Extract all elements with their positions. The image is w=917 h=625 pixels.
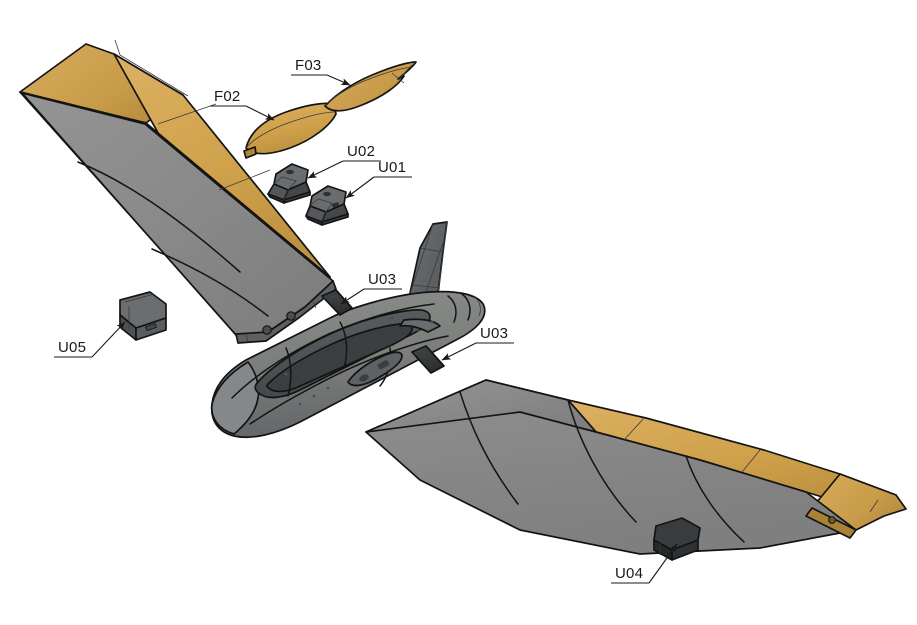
- tail-rib-1: [419, 247, 444, 253]
- U01-mount-hole: [323, 191, 331, 197]
- callout-U01[interactable]: U01: [345, 159, 412, 199]
- callout-U03-left-label: U03: [368, 271, 396, 288]
- callout-U01-leader: [345, 176, 375, 199]
- callout-U03-left-leader: [340, 288, 365, 305]
- right-wing-tip-tick: [869, 499, 879, 513]
- callout-F02[interactable]: F02: [210, 88, 275, 121]
- rivet-6: [390, 316, 394, 320]
- callout-U02[interactable]: U02: [307, 143, 381, 179]
- U01-corner-edge: [321, 211, 327, 223]
- U03-right-edge-highlight: [413, 348, 428, 356]
- U05-connector: [145, 323, 157, 331]
- rivet-1: [298, 402, 302, 406]
- callout-U02-label: U02: [347, 143, 375, 160]
- U02-mount-hole: [286, 169, 294, 175]
- tail-spar-1: [407, 223, 434, 301]
- U05-top-crease: [124, 293, 155, 303]
- callout-F02-label: F02: [214, 88, 240, 105]
- U03-left-edge-highlight: [323, 292, 338, 300]
- callout-F03-leader: [326, 74, 351, 86]
- callout-U03-right-leader: [441, 342, 477, 361]
- left-wing-assembly: [19, 39, 337, 344]
- F03-highlight: [324, 66, 413, 107]
- rivet-4: [416, 328, 420, 332]
- right-wing-tip-hole: [828, 516, 836, 524]
- right-wing-panel-line-2: [567, 399, 637, 523]
- U04-front-face: [671, 539, 699, 561]
- callout-U03-right[interactable]: U03: [441, 325, 514, 361]
- callout-U04-leader: [648, 543, 678, 584]
- fuselage-frame-2: [339, 321, 348, 369]
- rivet-3: [326, 386, 330, 390]
- wing-root-fairing: [399, 318, 441, 333]
- left-wing-root-tick-2: [312, 299, 317, 309]
- left-wing-root-rib: [235, 280, 337, 344]
- left-wing-tan-div-1: [157, 103, 217, 125]
- U03-right-body: [411, 345, 445, 374]
- hatch-port-2: [377, 360, 390, 370]
- callout-U02-leader: [307, 160, 344, 179]
- left-wing-panel-line-1: [77, 161, 241, 273]
- callout-F03[interactable]: F03: [291, 57, 351, 86]
- callout-U01-label: U01: [378, 159, 406, 176]
- left-wing-panel-line-2: [151, 248, 269, 317]
- fuselage-bay-slot: [265, 322, 413, 393]
- right-wing-panel-line-3: [685, 455, 745, 543]
- hatch-port-1: [359, 374, 369, 382]
- right-wing-panel-line-1: [459, 391, 519, 505]
- U04-top-crease: [659, 520, 685, 529]
- part-U03-antenna-blade-left: [321, 289, 353, 316]
- left-wing-root-hole-2: [286, 311, 296, 321]
- part-F03-rear-fuselage-shell: [324, 61, 417, 112]
- part-U02-pylon-bracket: [267, 163, 311, 204]
- central-fuselage-body: [210, 290, 486, 439]
- F02-highlight: [245, 111, 336, 149]
- rivet-5: [430, 320, 434, 324]
- fuselage-frame-1: [285, 347, 292, 397]
- callout-U04-label: U04: [615, 565, 643, 582]
- callout-F03-label: F03: [295, 57, 321, 74]
- callout-U03-left[interactable]: U03: [340, 271, 402, 305]
- right-wing-tan-div-1: [623, 417, 645, 441]
- callout-F02-leader: [245, 105, 275, 121]
- right-wing-leading-panel: [365, 379, 597, 433]
- left-wing-tan-div-2: [218, 169, 271, 191]
- right-wing-assembly: [365, 379, 907, 555]
- F03-tip-crease: [397, 64, 413, 81]
- tail-rib-2: [411, 284, 441, 289]
- part-U03-antenna-blade-right: [411, 345, 445, 374]
- rivet-7: [284, 372, 288, 376]
- rivet-2: [312, 394, 316, 398]
- aft-ring-2: [461, 293, 471, 321]
- tail-trailing-edge: [436, 221, 448, 303]
- U01-inner-face: [309, 198, 333, 213]
- part-U04-sensor-pod: [653, 517, 701, 561]
- aft-ring-3: [473, 295, 481, 317]
- callout-U05[interactable]: U05: [54, 321, 126, 358]
- callout-U03-right-label: U03: [480, 325, 508, 342]
- left-wing-root-hole-1: [262, 325, 272, 335]
- callout-U05-leader: [91, 321, 126, 358]
- F03-tail-crease: [391, 72, 405, 84]
- U01-base-front: [321, 213, 349, 226]
- bay-rail-2: [283, 332, 407, 389]
- fuselage-seam-lower: [249, 335, 449, 425]
- fuselage-seam-upper: [231, 303, 435, 399]
- left-wing-edge-crease: [114, 39, 189, 97]
- fuselage-nose-cone: [210, 361, 260, 435]
- callout-U05-label: U05: [58, 339, 86, 356]
- callout-layer: F03 F02 U02 U01 U03 U03: [54, 57, 678, 584]
- U02-base-front: [283, 191, 311, 204]
- U01-detail-slot: [331, 202, 340, 208]
- F02-aft-flange: [243, 146, 257, 159]
- callout-U04[interactable]: U04: [611, 543, 678, 584]
- U02-inner-face: [273, 176, 297, 191]
- U02-corner-edge: [283, 189, 289, 201]
- part-U05-sensor-pod: [119, 291, 167, 341]
- aft-ring-1: [447, 295, 457, 323]
- right-wing-tan-div-2: [741, 449, 761, 473]
- left-wing-root-tick-1: [245, 333, 249, 343]
- part-U01-pylon-bracket: [305, 185, 349, 226]
